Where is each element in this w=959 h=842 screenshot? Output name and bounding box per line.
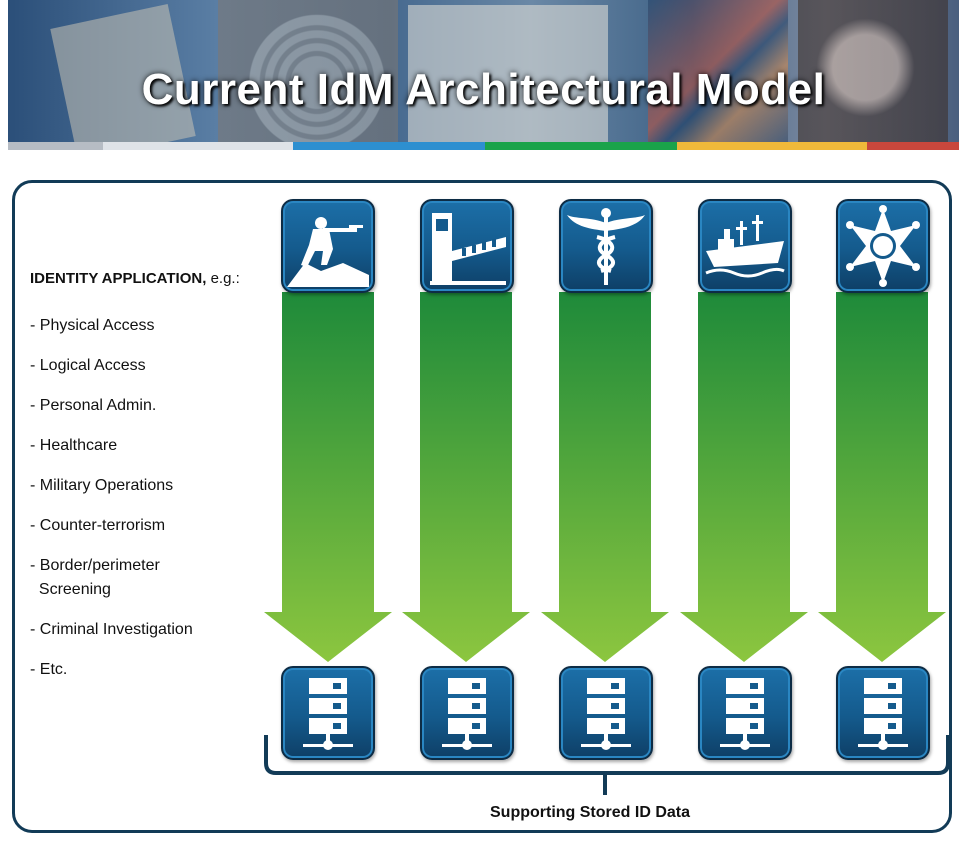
- list-item: - Physical Access: [30, 317, 155, 334]
- sheriff-star-icon: [846, 205, 920, 287]
- list-item: - Criminal Investigation: [30, 621, 193, 638]
- document-photo: [408, 5, 608, 150]
- list-item: - Personal Admin.: [30, 397, 157, 414]
- list-item: - Military Operations: [30, 477, 174, 494]
- list-item: Screening: [30, 581, 111, 598]
- applications-heading-suffix: e.g.:: [206, 270, 240, 287]
- dna-photo: [648, 0, 788, 150]
- tile-database-3: [559, 666, 653, 760]
- tile-database-1: [281, 666, 375, 760]
- soldier-icon: [287, 217, 369, 287]
- list-item: - Counter-terrorism: [30, 517, 166, 534]
- list-item: - Logical Access: [30, 357, 146, 374]
- tile-military: [281, 199, 375, 293]
- tile-border: [420, 199, 514, 293]
- fingerprint-photo: [218, 0, 398, 150]
- database-server-icon: [858, 678, 908, 750]
- tile-law-enforcement: [836, 199, 930, 293]
- color-strip-green: [485, 142, 677, 150]
- flow-arrow-2: [402, 292, 530, 662]
- list-item: - Etc.: [30, 661, 68, 678]
- ship-icon: [705, 215, 785, 278]
- color-strip-red: [867, 142, 959, 150]
- face-photo: [798, 0, 948, 150]
- storage-caption: Supporting Stored ID Data: [490, 804, 690, 821]
- border-gate-icon: [430, 213, 506, 285]
- color-strip-light: [103, 142, 293, 150]
- flow-arrow-4: [680, 292, 808, 662]
- tile-ship: [698, 199, 792, 293]
- page-title: Current IdM Architectural Model: [141, 65, 826, 114]
- grouping-bracket: [264, 735, 950, 795]
- flow-arrow-3: [541, 292, 669, 662]
- database-server-icon: [581, 678, 631, 750]
- list-item: - Healthcare: [30, 437, 118, 454]
- flow-arrow-1: [264, 292, 392, 662]
- database-server-icon: [720, 678, 770, 750]
- color-strip-yellow: [677, 142, 867, 150]
- list-item: - Border/perimeter: [30, 557, 160, 574]
- flow-arrow-5: [818, 292, 946, 662]
- tile-database-5: [836, 666, 930, 760]
- tile-database-4: [698, 666, 792, 760]
- color-strip-gray: [8, 142, 103, 150]
- applications-heading-text: IDENTITY APPLICATION,: [30, 270, 207, 287]
- database-server-icon: [303, 678, 353, 750]
- database-server-icon: [442, 678, 492, 750]
- caduceus-icon: [567, 208, 645, 285]
- tile-database-2: [420, 666, 514, 760]
- header-banner: Current IdM Architectural Model: [8, 0, 959, 150]
- color-strip-blue: [293, 142, 485, 150]
- applications-heading: IDENTITY APPLICATION, e.g.:: [30, 270, 240, 287]
- tile-healthcare: [559, 199, 653, 293]
